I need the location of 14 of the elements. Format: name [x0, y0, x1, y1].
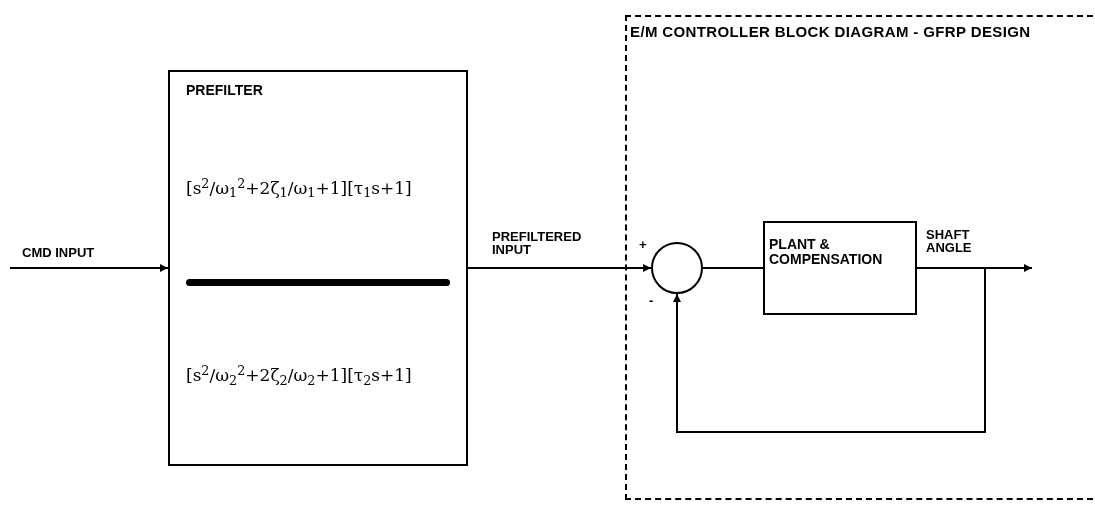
region-label: E/M CONTROLLER BLOCK DIAGRAM - GFRP DESIGN [630, 22, 1031, 42]
connector-arrow [467, 264, 652, 272]
block-heading: PREFILTER [186, 81, 264, 100]
edge-label: PREFILTERED INPUT [492, 230, 582, 256]
connector-arrow [673, 267, 986, 433]
transfer-function: [s$^{2}$/ω$_{1}$$^{2}$+2ζ$_{1}$/ω$_{1}$+1][τ$_{1}$s+1] [186, 176, 412, 202]
dashed-region [625, 15, 1093, 500]
sign-label: + [639, 238, 647, 251]
sign-label: - [649, 294, 654, 307]
block-label: PLANT & COMPENSATION [769, 237, 884, 267]
connector-arrow [9, 264, 169, 272]
transfer-function: [s$^{2}$/ω$_{2}$$^{2}$+2ζ$_{2}$/ω$_{2}$+1][τ$_{2}$s+1] [186, 363, 412, 389]
prefilter-box [168, 70, 468, 466]
process-box [763, 221, 917, 315]
